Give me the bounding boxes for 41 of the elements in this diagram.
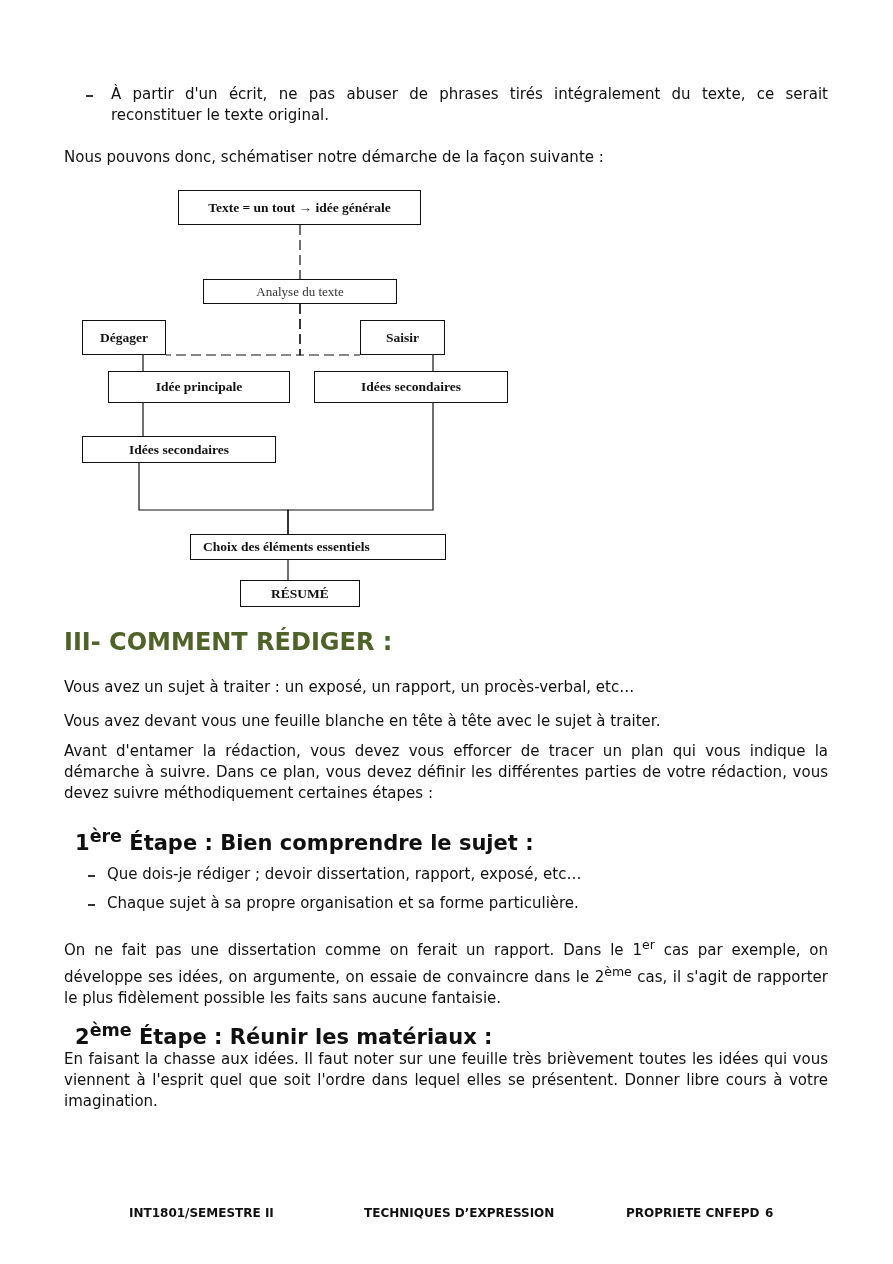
box-label: Idées secondaires	[129, 441, 229, 458]
section-heading: III- COMMENT RÉDIGER :	[64, 627, 393, 657]
process-box	[82, 320, 166, 355]
process-box	[360, 320, 445, 355]
paragraph: Avant d'entamer la rédaction, vous devez vous efforcer de tracer un plan qui vous indique la démarche à suivre. Dans ce plan, vous devez définir les différentes parties de votre rédaction, vous devez suivre méthodiquement certaines étapes :	[64, 741, 828, 804]
connector-line	[142, 402, 144, 437]
connector-line	[142, 354, 144, 372]
paragraph: Vous avez un sujet à traiter : un exposé, un rapport, un procès-verbal, etc…	[64, 677, 636, 698]
bullet-text: Chaque sujet à sa propre organisation et sa forme particulière.	[107, 893, 580, 914]
step-heading: 1$^{ère}$ Étape : Bien comprendre le sujet :	[75, 825, 534, 857]
bullet-text: Que dois-je rédiger ; devoir dissertation, rapport, exposé, etc…	[107, 864, 583, 885]
process-box	[190, 534, 446, 560]
connector-line	[287, 402, 434, 535]
paragraph: Nous pouvons donc, schématiser notre démarche de la façon suivante :	[64, 147, 605, 168]
box-label: Texte = un tout → idée générale	[208, 199, 391, 216]
process-box	[178, 190, 421, 225]
process-box	[240, 580, 360, 607]
paragraph: Vous avez devant vous une feuille blanche en tête à tête avec le sujet à traiter.	[64, 711, 662, 732]
process-box	[314, 371, 508, 403]
connector-line	[432, 354, 434, 372]
box-label: Dégager	[100, 329, 148, 346]
box-label: RÉSUMÉ	[271, 585, 329, 602]
box-label: Saisir	[386, 329, 419, 346]
box-label: Analyse du texte	[256, 283, 344, 300]
connector-line	[299, 303, 361, 356]
box-label: Idées secondaires	[361, 379, 461, 395]
footer-text: PROPRIETE CNFEPD	[626, 1205, 760, 1221]
page-number: 6	[765, 1205, 774, 1221]
process-box	[108, 371, 290, 403]
footer-text: INT1801/SEMESTRE II	[129, 1205, 274, 1221]
bullet-text: À partir d'un écrit, ne pas abuser de phrases tirés intégralement du texte, ce serait reconstituer le texte original.	[111, 84, 828, 126]
process-box	[82, 436, 276, 463]
footer-text: TECHNIQUES D’EXPRESSION	[364, 1205, 555, 1221]
step-heading: 2$^{ème}$ Étape : Réunir les matériaux :	[75, 1019, 493, 1051]
connector-line	[299, 224, 301, 280]
box-label: Choix des éléments essentiels	[203, 539, 370, 555]
box-label: Idée principale	[155, 379, 243, 395]
paragraph: En faisant la chasse aux idées. Il faut noter sur une feuille très brièvement toutes les idées qui vous viennent à l'esprit quel que soit l'ordre dans lequel elles se présentent. Donner libre cours à votre imagination.	[64, 1049, 828, 1112]
paragraph: On ne fait pas une dissertation comme on ferait un rapport. Dans le 1$^{er}$ cas par exemple, on développe ses idées, on argumente, on essaie de convaincre dans le 2$^{ème}$ cas, il s'agit de rapporter le plus fidèlement possible les faits sans aucune fantaisie.	[64, 936, 828, 1009]
process-box	[203, 279, 397, 304]
connector-line	[287, 559, 289, 581]
